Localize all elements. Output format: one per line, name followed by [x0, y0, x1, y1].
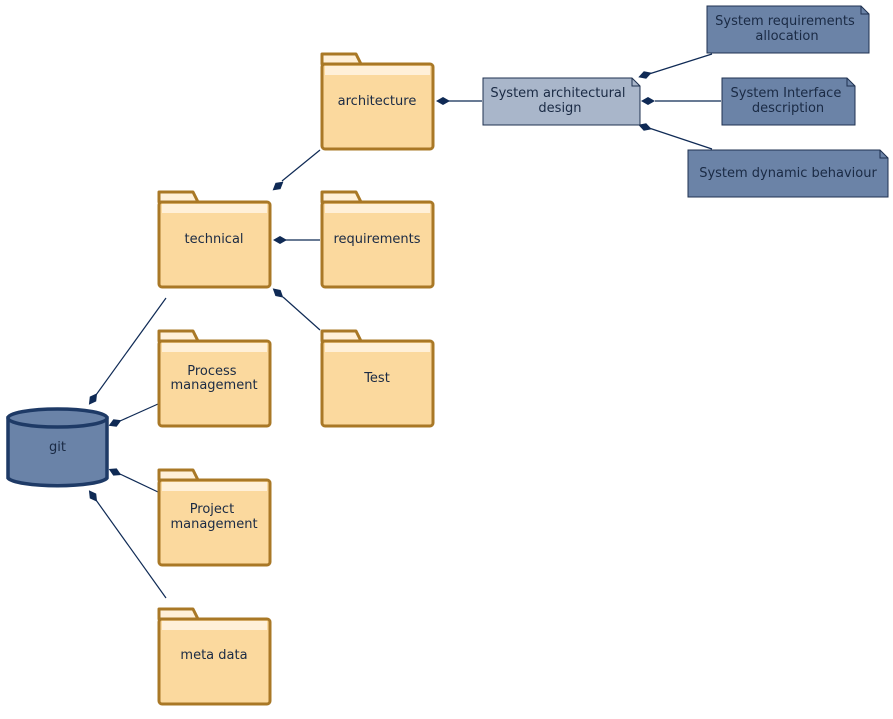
note-label-line: design [538, 101, 581, 116]
folder-header [162, 343, 267, 352]
note-system-dynamic-behaviour[interactable]: System dynamic behaviour [687, 149, 889, 198]
folder-header [162, 621, 267, 630]
folder-body [320, 62, 435, 151]
diamond-marker [108, 468, 122, 476]
folder-body [157, 617, 272, 706]
note-system-requirements-allocation[interactable]: System requirements allocation [706, 5, 870, 54]
note-system-architectural-design[interactable]: System architectural design [482, 77, 641, 126]
note-fold [846, 78, 855, 87]
folder-technical[interactable]: technical [157, 190, 272, 289]
folder-architecture[interactable]: architecture [320, 52, 435, 151]
connector-sad-allocation [648, 53, 713, 75]
git-label: git [49, 440, 66, 455]
diamond-marker [88, 490, 98, 502]
connector-technical-test [282, 296, 321, 331]
folder-label-line: management [170, 517, 257, 532]
note-body [482, 77, 641, 126]
note-label: System requirements allocation [715, 14, 859, 44]
connectors [95, 53, 721, 599]
folder-header [162, 482, 267, 491]
folder-label: Process management [170, 364, 257, 393]
diamond-marker [88, 393, 98, 405]
connector-git-metadata [95, 499, 167, 599]
folder-body [157, 478, 272, 567]
note-label-line: System architectural [490, 86, 625, 101]
note-label: System dynamic behaviour [699, 166, 877, 181]
folder-header [325, 66, 430, 75]
note-label-line: allocation [755, 29, 818, 44]
folder-header [162, 204, 267, 213]
note-fold [631, 78, 640, 87]
folder-label-line: Project [190, 502, 234, 517]
note-fold [860, 6, 869, 15]
connector-technical-architecture [281, 149, 321, 182]
connector-git-technical [95, 297, 167, 396]
note-label-line: description [752, 101, 824, 116]
diamond-marker [436, 97, 450, 105]
folder-body [320, 200, 435, 289]
diamond-marker [638, 123, 652, 131]
folder-label-line: Process [187, 364, 237, 379]
note-body [721, 77, 856, 126]
connector-git-project [119, 473, 159, 493]
folder-project-management[interactable]: Project management [157, 468, 272, 567]
folder-label: Project management [170, 502, 257, 532]
database-body [6, 416, 109, 488]
folder-meta-data[interactable]: meta data [157, 607, 272, 706]
folder-header [325, 204, 430, 213]
folder-header [325, 343, 430, 352]
folder-requirements[interactable]: requirements [320, 190, 435, 289]
connector-git-process [119, 403, 159, 422]
diamond-marker [272, 181, 284, 191]
folder-label: Test [363, 371, 390, 386]
note-body [706, 5, 870, 54]
folder-body [320, 339, 435, 428]
folder-label: meta data [180, 648, 247, 663]
diamond-marker [272, 288, 284, 298]
database-top [6, 407, 109, 429]
note-label: System Interface description [731, 86, 846, 116]
folder-label-line: management [170, 378, 257, 393]
folder-body [157, 339, 272, 428]
note-label: System architectural design [490, 86, 629, 116]
diamond-marker [641, 97, 655, 105]
note-system-interface-description[interactable]: System Interface description [721, 77, 856, 126]
folder-process-management[interactable]: Process management [157, 329, 272, 428]
folder-label: technical [184, 232, 243, 247]
note-body [687, 149, 889, 198]
diamond-marker [273, 236, 287, 244]
connector-sad-dynamic [648, 127, 713, 150]
folder-test[interactable]: Test [320, 329, 435, 428]
folder-label: architecture [338, 94, 417, 109]
folder-label: requirements [334, 232, 421, 247]
diamond-marker [638, 71, 652, 79]
diamond-marker [108, 419, 122, 427]
note-label-line: System requirements [715, 14, 855, 29]
folder-body [157, 200, 272, 289]
note-fold [879, 150, 888, 159]
git-database[interactable]: git [6, 407, 109, 488]
composition-markers [88, 71, 655, 502]
note-label-line: System Interface [731, 86, 842, 101]
